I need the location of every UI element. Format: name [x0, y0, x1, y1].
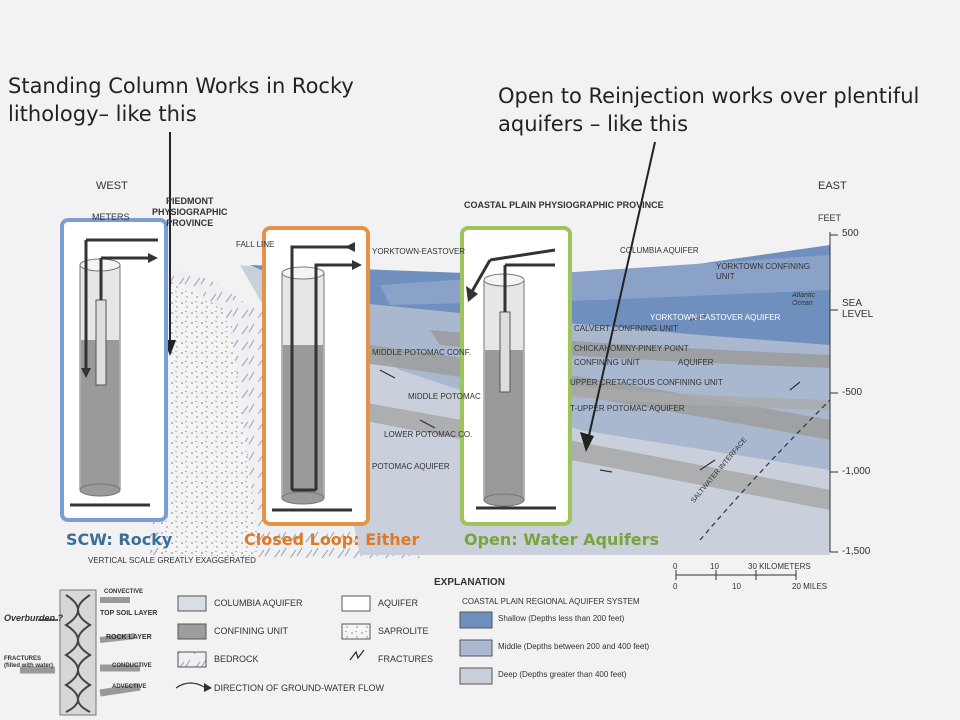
saprolite-area	[160, 280, 260, 555]
upper-cretaceous-label: UPPER CRETACEOUS CONFINING UNIT	[570, 378, 723, 387]
aquifer-label: AQUIFER	[678, 358, 714, 367]
scale-km-tick-10: 10	[710, 562, 719, 571]
coastal-plain-label: COASTAL PLAIN PHYSIOGRAPHIC PROVINCE	[464, 200, 664, 210]
middle-potomac-label: MIDDLE POTOMAC	[408, 392, 481, 401]
scale-mi-tick-0: 0	[673, 582, 678, 591]
scale-bar	[675, 570, 797, 580]
legend-columbia-aquifer: COLUMBIA AQUIFER	[214, 598, 303, 608]
legend-deep: Deep (Depths greater than 400 feet)	[498, 670, 627, 679]
feet-label: FEET	[818, 213, 842, 223]
legend-system-title: COASTAL PLAIN REGIONAL AQUIFER SYSTEM	[462, 597, 640, 606]
conductive-label: CONDUCTIVE	[112, 663, 152, 669]
legend-bedrock: BEDROCK	[214, 654, 259, 664]
explanation-title: EXPLANATION	[434, 577, 505, 588]
right-callout-leader	[587, 141, 656, 441]
borehole-side-diagram	[20, 589, 141, 716]
vertical-scale-note: VERTICAL SCALE GREATLY EXAGGERATED	[88, 556, 256, 565]
overburden-label: Overburden ?	[4, 613, 64, 623]
east-label: EAST	[818, 180, 847, 192]
calvert-confining-label: CALVERT CONFINING UNIT	[574, 324, 679, 333]
legend-groundwater-flow: DIRECTION OF GROUND-WATER FLOW	[214, 683, 384, 693]
saltwater-interface-line	[699, 399, 831, 541]
callout-open-reinjection: Open to Reinjection works over plentiful…	[498, 84, 920, 136]
confining-unit-label: CONFINING UNIT	[574, 358, 640, 367]
depth-tick-minus-1500: -1,500	[842, 546, 871, 557]
legend-confining-unit: CONFINING UNIT	[214, 626, 288, 636]
rock-layer-label: ROCK LAYER	[106, 634, 152, 641]
depth-tick-sea-level: SEA LEVEL	[842, 298, 874, 320]
callout-standing-column: Standing Column Works in Rocky lithology…	[8, 74, 354, 126]
convective-label-top: CONVECTIVE	[104, 589, 144, 595]
legend-fractures: FRACTURES	[378, 654, 434, 664]
west-label: WEST	[96, 180, 128, 192]
piedmont-province-label: PIEDMONT PHYSIOGRAPHIC PROVINCE	[152, 196, 228, 228]
advective-label: ADVECTIVE	[112, 684, 147, 690]
caption-scw-rocky: SCW: Rocky	[66, 530, 173, 549]
upper-potomac-label: T-UPPER POTOMAC AQUIFER	[570, 404, 685, 413]
legend-middle: Middle (Depths between 200 and 400 feet)	[498, 642, 650, 651]
yorktown-confining-label: YORKTOWN CONFINING UNIT	[716, 262, 811, 281]
meters-label: METERS	[92, 212, 130, 222]
fall-line-label: FALL LINE	[236, 240, 275, 249]
yorktown-eastover-aquifer-label: YORKTOWN-EASTOVER AQUIFER	[650, 313, 781, 322]
scale-km-label: 30 KILOMETERS	[748, 562, 811, 571]
well-panel-open	[460, 226, 572, 526]
depth-tick-minus-1000: -1,000	[842, 466, 871, 477]
legend-swatches	[175, 595, 493, 692]
caption-closed-loop-either: Closed Loop: Either	[244, 530, 420, 549]
chickahominy-label: CHICKAHOMINY-PINEY POINT	[574, 344, 689, 353]
flow-arrows	[379, 315, 801, 473]
scale-km-tick-0: 0	[673, 562, 678, 571]
fractures-side-label: FRACTURES (filled with water)	[4, 656, 54, 669]
middle-potomac-conf-label: MIDDLE POTOMAC CONF.	[372, 348, 471, 357]
columbia-aquifer-label: COLUMBIA AQUIFER	[620, 246, 699, 255]
confining-band-4	[520, 380, 830, 410]
potomac-aquifer-label: POTOMAC AQUIFER	[372, 462, 450, 471]
lower-potomac-label: LOWER POTOMAC CO.	[384, 430, 473, 439]
scale-mi-label: 20 MILES	[792, 582, 828, 591]
well-panel-scw	[60, 218, 168, 522]
legend-aquifer: AQUIFER	[378, 598, 419, 608]
depth-tick-minus-500: -500	[842, 387, 863, 398]
legend-saprolite: SAPROLITE	[378, 626, 429, 636]
caption-open-water-aquifers: Open: Water Aquifers	[464, 530, 660, 549]
atlantic-ocean-label: Atlantic Ocean	[792, 292, 815, 307]
yorktown-eastover-label: YORKTOWN-EASTOVER	[372, 247, 466, 256]
well-panel-closed-loop	[262, 226, 370, 526]
legend-shallow: Shallow (Depths less than 200 feet)	[498, 614, 625, 623]
scale-mi-tick-10: 10	[732, 582, 741, 591]
top-soil-layer-label: TOP SOIL LAYER	[100, 610, 158, 617]
depth-tick-500: 500	[842, 228, 859, 239]
